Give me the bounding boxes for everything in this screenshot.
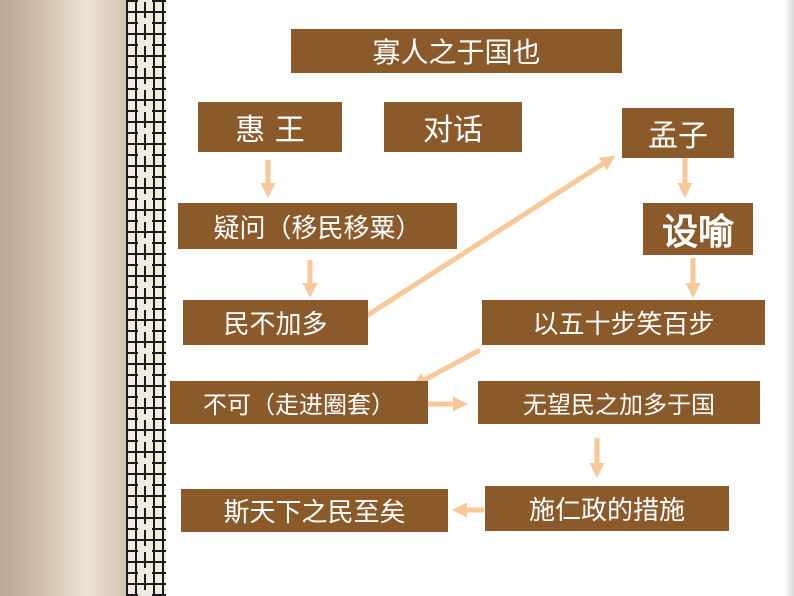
slide-right-edge — [784, 0, 794, 596]
node-question: 疑问（移民移粟） — [178, 203, 457, 249]
node-analogy: 设喻 — [643, 203, 753, 255]
node-fifty-steps: 以五十步笑百步 — [482, 300, 765, 345]
node-measures: 施仁政的措施 — [485, 486, 729, 531]
node-hui-wang: 惠 王 — [198, 102, 342, 152]
decorative-side-panel — [0, 0, 138, 596]
node-no-hope: 无望民之加多于国 — [478, 381, 760, 424]
node-not-allowed: 不可（走进圈套） — [170, 381, 428, 424]
node-mengzi: 孟子 — [622, 108, 734, 158]
node-result: 斯天下之民至矣 — [181, 489, 448, 532]
arrow-fifty-steps-to-not-allowed — [411, 347, 482, 388]
title-box: 寡人之于国也 — [291, 29, 622, 73]
node-not-increase: 民不加多 — [183, 300, 368, 345]
decorative-lattice-border — [126, 0, 166, 596]
arrow-not-increase-to-mengzi — [358, 155, 616, 323]
node-dialogue: 对话 — [384, 102, 522, 152]
